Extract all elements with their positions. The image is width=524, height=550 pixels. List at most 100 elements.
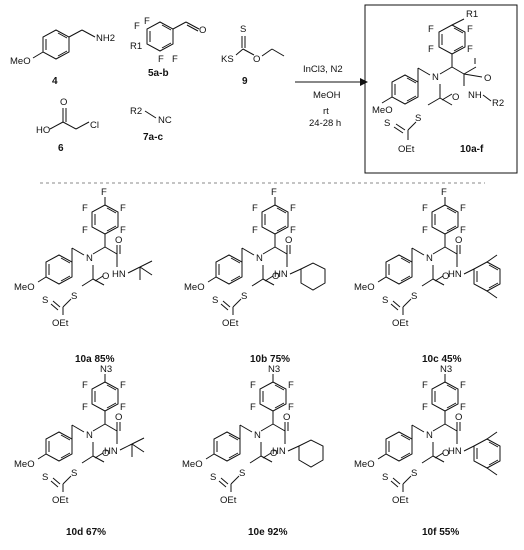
top-substituent: N3 — [268, 364, 280, 375]
ethoxy-label: OEt — [392, 318, 409, 329]
thioether-sulfur: S — [411, 468, 417, 479]
ketone-oxygen: O — [452, 92, 459, 103]
fluorine-label: F — [134, 21, 140, 32]
fluorine-label: F — [467, 44, 473, 55]
condition-solvent: MeOH — [313, 90, 341, 101]
amide-oxygen: O — [484, 73, 491, 84]
r1-label: R1 — [466, 9, 478, 20]
fluorine-label: F — [428, 24, 434, 35]
ethoxy-label: OEt — [392, 495, 409, 506]
methoxy-label: MeO — [184, 282, 205, 293]
fluorine-label: F — [82, 380, 88, 391]
fluorine-label: F — [82, 203, 88, 214]
product-general-structure: R1 F F F F N O NH R2 MeO O S — [372, 9, 504, 155]
nitrogen-label: N — [86, 430, 93, 441]
product-10e: N3 F F F F N O HN MeO O S S OEt 1 — [182, 364, 324, 538]
thioether-sulfur: S — [241, 291, 247, 302]
reagent-4-label: 4 — [52, 76, 58, 87]
nitrogen-label: N — [426, 253, 433, 264]
thione-sulfur: S — [384, 118, 390, 129]
thione-sulfur: S — [42, 295, 48, 306]
product-label: 10a-f — [460, 144, 484, 155]
fluorine-label: F — [82, 225, 88, 236]
fluorine-label: F — [82, 402, 88, 413]
ethoxy-label: OEt — [220, 495, 237, 506]
fluorine-label: F — [460, 380, 466, 391]
fluorine-label: F — [422, 402, 428, 413]
product-yield-label: 10a 85% — [75, 354, 115, 365]
reagent-4: NH2 MeO 4 — [10, 29, 115, 87]
thioether-sulfur: S — [415, 113, 421, 124]
fluorine-label: F — [422, 225, 428, 236]
fluorine-label: F — [460, 402, 466, 413]
product-box — [364, 4, 518, 174]
thione-sulfur: S — [240, 24, 246, 35]
condition-temperature: rt — [323, 106, 329, 117]
methoxy-label: MeO — [354, 282, 375, 293]
fluorine-label: F — [120, 380, 126, 391]
fluorine-label: F — [120, 402, 126, 413]
product-10b: F F F F F N O HN MeO O S S OEt — [184, 187, 326, 365]
nitrogen-label: N — [426, 430, 433, 441]
methoxy-label: MeO — [354, 459, 375, 470]
amide-nh: HN — [448, 269, 462, 280]
top-substituent: F — [441, 187, 447, 198]
methoxy-label: MeO — [372, 105, 393, 116]
thione-sulfur: S — [212, 295, 218, 306]
fluorine-label: F — [422, 203, 428, 214]
reagent-5-label: 5a-b — [148, 68, 169, 79]
top-substituent: N3 — [100, 364, 112, 375]
product-yield-label: 10b 75% — [250, 354, 290, 365]
fluorine-label: F — [460, 203, 466, 214]
fluorine-label: F — [422, 380, 428, 391]
amide-oxygen: O — [455, 235, 462, 246]
product-10a: F F F F F N O HN MeO O — [14, 187, 153, 365]
reagent-6-label: 6 — [58, 143, 64, 154]
thioether-sulfur: S — [71, 468, 77, 479]
fluorine-label: F — [288, 380, 294, 391]
fluorine-label: F — [250, 380, 256, 391]
fluorine-label: F — [467, 24, 473, 35]
nitrogen-label: N — [432, 72, 439, 83]
thione-sulfur: S — [42, 472, 48, 483]
fluorine-label: F — [172, 54, 178, 65]
fluorine-label: F — [158, 54, 164, 65]
methoxy-label: MeO — [10, 56, 31, 67]
amide-nh: HN — [448, 446, 462, 457]
isocyanide-label: NC — [158, 115, 172, 126]
methoxy-label: MeO — [14, 459, 35, 470]
fluorine-label: F — [428, 44, 434, 55]
top-substituent: F — [101, 187, 107, 198]
thioether-sulfur: S — [411, 291, 417, 302]
product-10d: N3 F F F F N O HN MeO O S S OEt — [14, 364, 145, 538]
amide-oxygen: O — [115, 235, 122, 246]
thioether-sulfur: S — [71, 291, 77, 302]
fluorine-label: F — [460, 225, 466, 236]
fluorine-label: F — [252, 225, 258, 236]
methoxy-label: MeO — [14, 282, 35, 293]
condition-catalyst: InCl3, N2 — [303, 64, 343, 75]
reagent-6: HO O Cl 6 — [36, 97, 99, 154]
amine-label: NH2 — [96, 33, 115, 44]
hydroxyl-label: HO — [36, 125, 50, 136]
top-substituent: N3 — [440, 364, 452, 375]
product-yield-label: 10f 55% — [422, 527, 459, 538]
amide-nh: HN — [272, 446, 286, 457]
ethoxy-label: OEt — [222, 318, 239, 329]
product-10f: N3 F F F F N O HN MeO O S S OEt — [354, 364, 501, 538]
fluorine-label: F — [252, 203, 258, 214]
amide-nh: HN — [274, 269, 288, 280]
product-yield-label: 10e 92% — [248, 527, 288, 538]
r1-label: R1 — [130, 41, 142, 52]
thione-sulfur: S — [382, 472, 388, 483]
fluorine-label: F — [250, 402, 256, 413]
product-yield-label: 10c 45% — [422, 354, 462, 365]
amide-oxygen: O — [455, 412, 462, 423]
methoxy-label: MeO — [182, 459, 203, 470]
reagent-9: S KS O 9 — [221, 24, 285, 87]
fluorine-label: F — [144, 16, 150, 27]
product-yield-label: 10d 67% — [66, 527, 106, 538]
reagent-5: O F F F F R1 5a-b — [130, 16, 206, 79]
thione-sulfur: S — [382, 295, 388, 306]
